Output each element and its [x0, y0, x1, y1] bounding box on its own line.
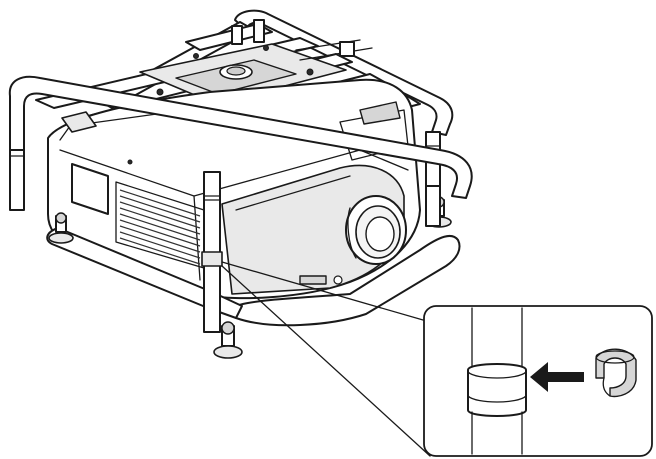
frame-foot-center	[213, 321, 243, 359]
safety-clip-icon	[595, 348, 637, 398]
frame-foot-left	[48, 212, 74, 244]
frame-front	[8, 75, 473, 333]
ceiling-mount-plate	[121, 19, 373, 112]
callout-lines	[221, 261, 431, 457]
insert-arrow-icon	[530, 362, 584, 392]
detail-inset	[423, 305, 653, 457]
inset-pipe	[467, 307, 527, 455]
